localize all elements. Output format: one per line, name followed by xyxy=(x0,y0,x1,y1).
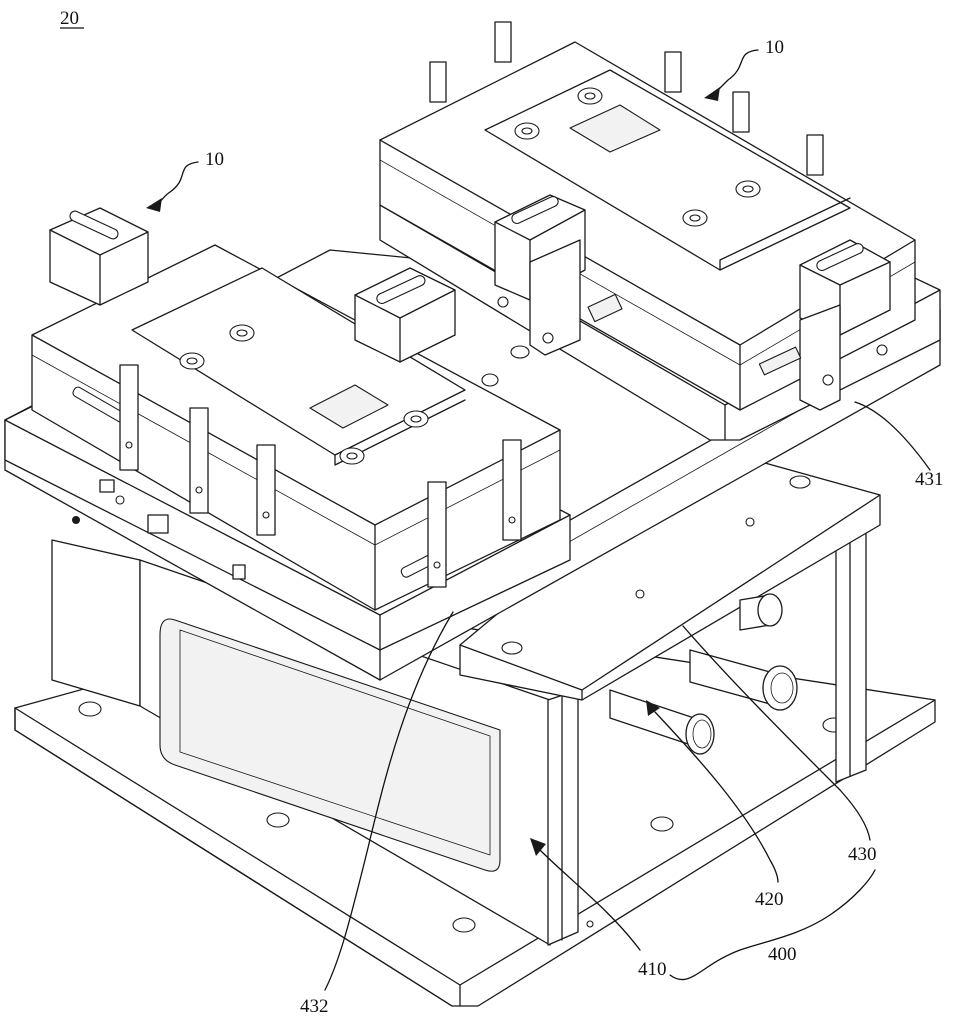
figure-number: 20 xyxy=(60,8,79,29)
callout-431: 431 xyxy=(855,402,944,490)
callout-module-a: 10 xyxy=(146,149,224,212)
label-432: 432 xyxy=(300,996,329,1017)
label-420: 420 xyxy=(755,889,784,910)
label-431: 431 xyxy=(915,469,944,490)
label-430: 430 xyxy=(848,844,877,865)
callout-400: 400 xyxy=(670,870,875,980)
label-400: 400 xyxy=(768,944,797,965)
label-410: 410 xyxy=(638,959,667,980)
label-10-left: 10 xyxy=(205,149,224,170)
label-10-right: 10 xyxy=(765,37,784,58)
